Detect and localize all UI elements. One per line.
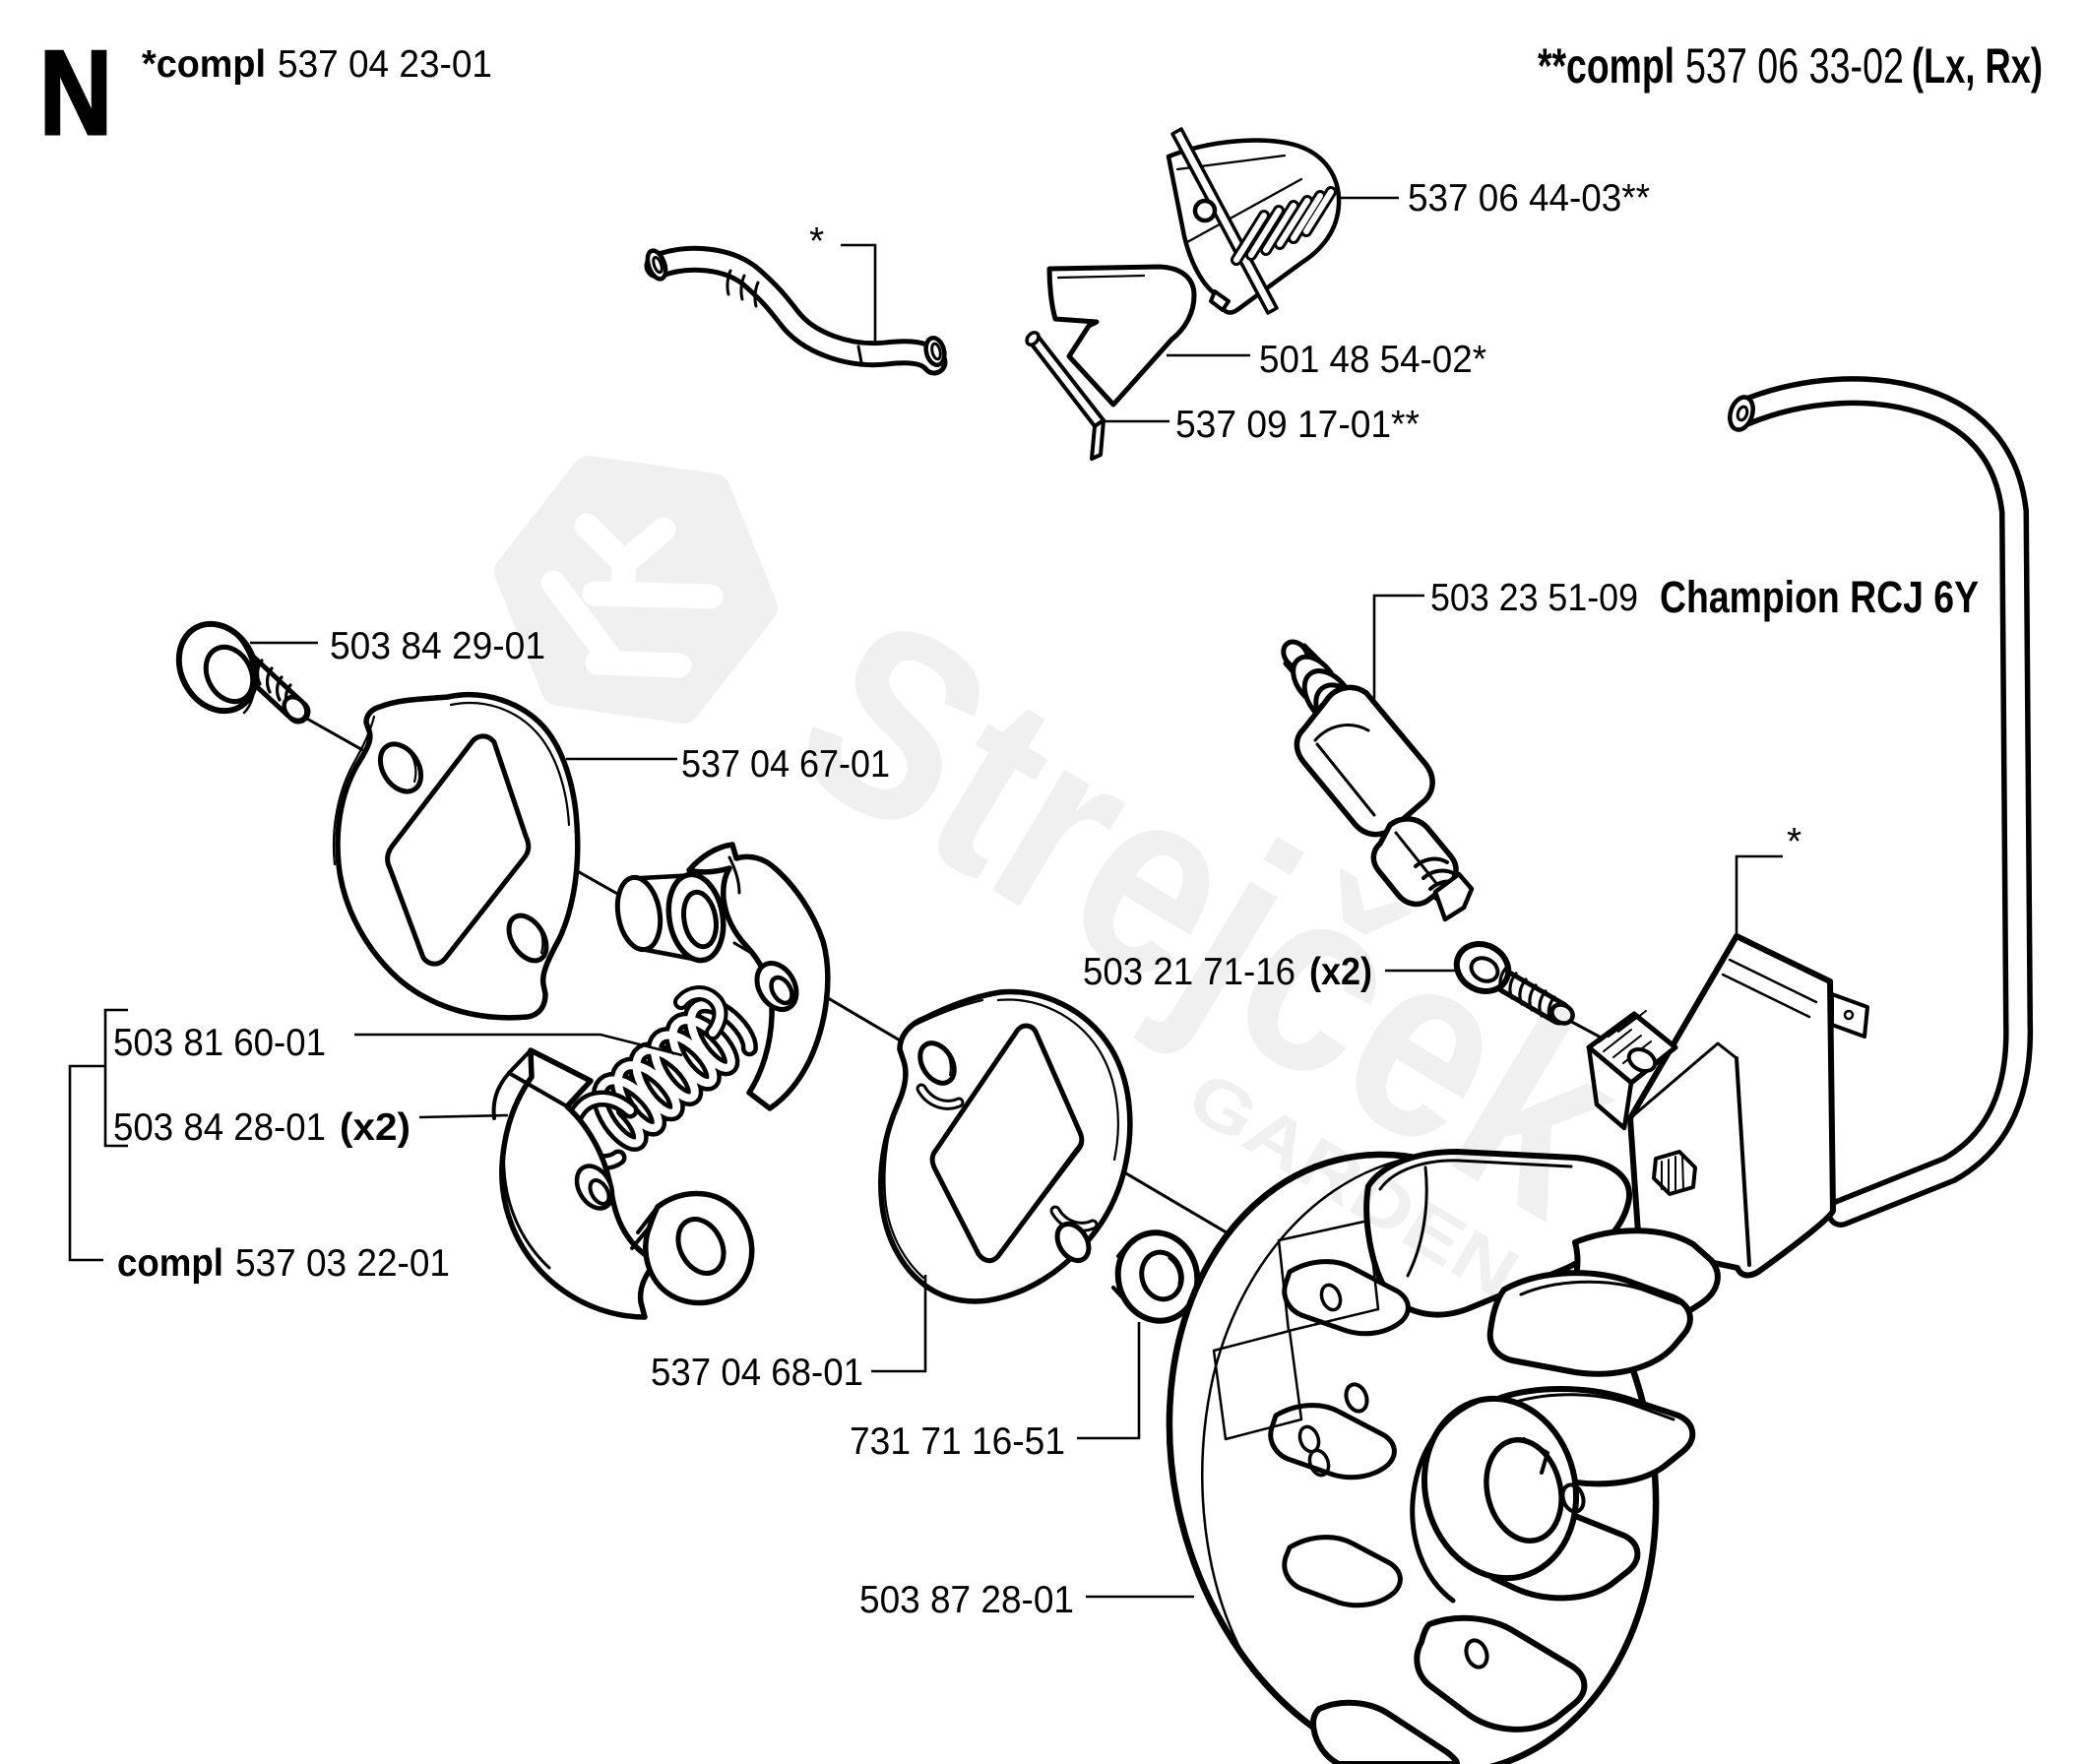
svg-text:Champion RCJ 6Y: Champion RCJ 6Y — [1660, 572, 1979, 622]
svg-text:*: * — [1787, 821, 1801, 863]
svg-text:537 04 23-01: 537 04 23-01 — [278, 43, 492, 86]
svg-text:503 84 28-01: 503 84 28-01 — [113, 1106, 326, 1149]
svg-text:537 06 33-02: 537 06 33-02 — [1685, 38, 1904, 94]
svg-text:537 04 67-01: 537 04 67-01 — [681, 743, 890, 786]
svg-text:503 23 51-09: 503 23 51-09 — [1430, 577, 1638, 619]
svg-text:**compl: **compl — [1538, 38, 1674, 94]
svg-text:731 71 16-51: 731 71 16-51 — [850, 1420, 1065, 1463]
svg-text:(Lx, Rx): (Lx, Rx) — [1912, 38, 2043, 94]
svg-text:compl: compl — [117, 1242, 223, 1285]
svg-text:503 87 28-01: 503 87 28-01 — [859, 1579, 1074, 1621]
svg-text:503 21 71-16: 503 21 71-16 — [1083, 951, 1295, 993]
svg-text:537 03 22-01: 537 03 22-01 — [235, 1242, 450, 1285]
svg-text:537 06 44-03**: 537 06 44-03** — [1408, 177, 1650, 220]
svg-text:*compl: *compl — [142, 43, 266, 86]
svg-text:537 09 17-01**: 537 09 17-01** — [1175, 404, 1420, 446]
svg-text:501 48 54-02*: 501 48 54-02* — [1259, 339, 1486, 381]
svg-text:*: * — [809, 220, 824, 263]
svg-text:503 81 60-01: 503 81 60-01 — [113, 1022, 326, 1064]
svg-text:503 84 29-01: 503 84 29-01 — [330, 625, 545, 667]
svg-text:(x2): (x2) — [340, 1106, 411, 1149]
svg-text:(x2): (x2) — [1309, 951, 1372, 993]
svg-text:Strejček: Strejček — [753, 559, 1672, 1274]
svg-text:N: N — [39, 26, 112, 159]
svg-text:537 04 68-01: 537 04 68-01 — [651, 1352, 863, 1394]
